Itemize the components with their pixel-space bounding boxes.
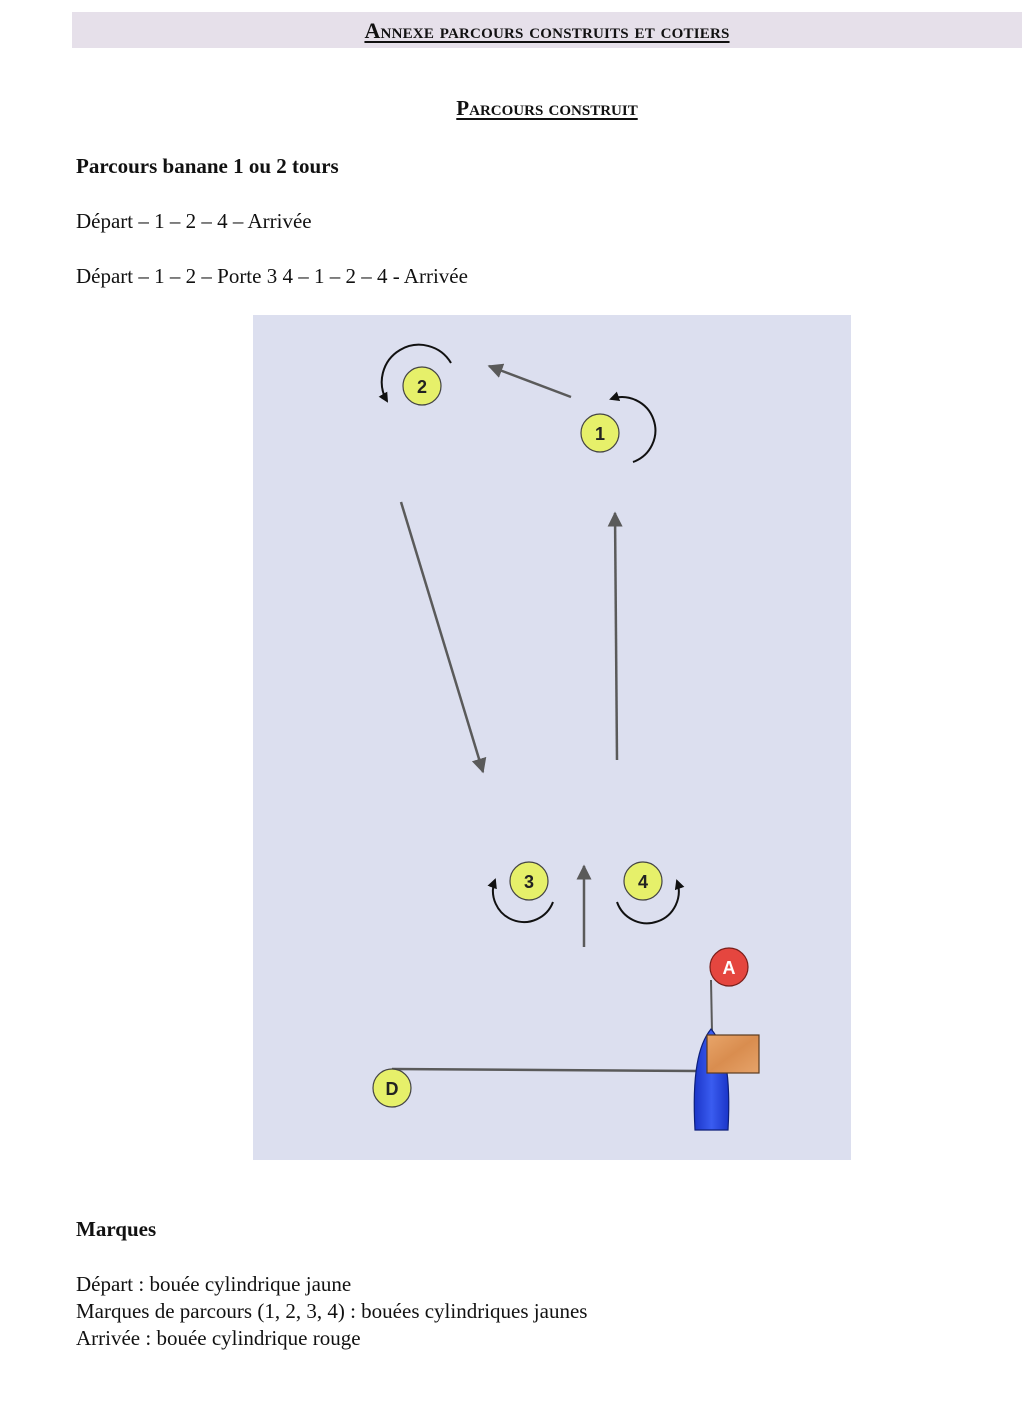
page-title: Annexe parcours construits et cotiers <box>364 18 730 43</box>
mark-4-label: 4 <box>638 872 648 892</box>
leg-1-to-2-arrow <box>487 363 572 399</box>
header-bar: Annexe parcours construits et cotiers <box>72 12 1022 48</box>
course-diagram: 2 1 3 4 D A <box>253 315 851 1160</box>
mark-4-rounding-arrow <box>616 879 685 925</box>
committee-boat-flag <box>706 1034 760 1074</box>
marques-heading: Marques <box>76 1217 157 1241</box>
mark-2: 2 <box>402 366 442 406</box>
start-mark-label: D <box>386 1079 399 1099</box>
start-mark: D <box>372 1068 412 1108</box>
mark-3-label: 3 <box>524 872 534 892</box>
marques-start: Départ : bouée cylindrique jaune <box>76 1272 352 1296</box>
water-area <box>253 315 851 1160</box>
section-title: Parcours construit <box>456 96 638 120</box>
marques-finish: Arrivée : bouée cylindrique rouge <box>76 1326 361 1350</box>
mark-2-label: 2 <box>417 377 427 397</box>
mark-3-rounding-arrow <box>487 878 554 924</box>
finish-line <box>710 979 713 1033</box>
marques-course-marks: Marques de parcours (1, 2, 3, 4) : bouée… <box>76 1299 588 1323</box>
mark-1: 1 <box>580 413 620 453</box>
mark-2-rounding-arrow <box>378 343 452 403</box>
mark-1-label: 1 <box>595 424 605 444</box>
mark-4: 4 <box>623 861 663 901</box>
route-two: Départ – 1 – 2 – Porte 3 4 – 1 – 2 – 4 -… <box>76 264 468 288</box>
upwind-leg-arrow <box>607 511 623 761</box>
mark-3: 3 <box>509 861 549 901</box>
course-heading: Parcours banane 1 ou 2 tours <box>76 154 339 178</box>
finish-mark: A <box>709 947 749 987</box>
downwind-leg-arrow <box>399 501 487 774</box>
finish-mark-label: A <box>723 958 736 978</box>
route-one: Départ – 1 – 2 – 4 – Arrivée <box>76 209 312 233</box>
mark-1-rounding-arrow <box>609 391 657 463</box>
start-line <box>391 1067 700 1073</box>
